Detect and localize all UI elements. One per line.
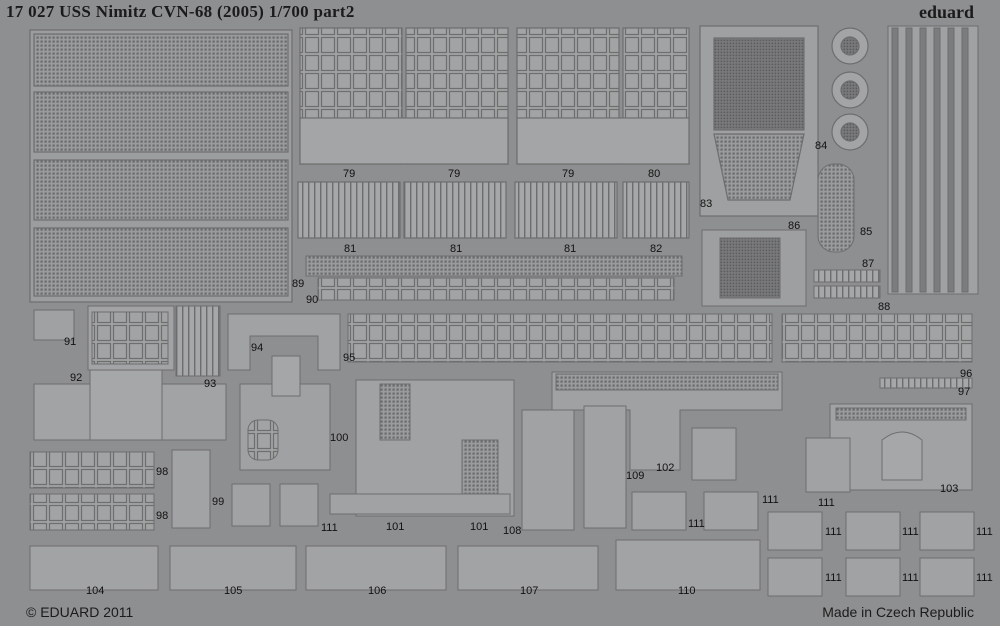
part-label: 81 bbox=[564, 243, 577, 255]
elevator-part-83 bbox=[699, 25, 819, 217]
part-93 bbox=[175, 305, 221, 377]
part-label: 111 bbox=[976, 526, 993, 538]
part-label: 85 bbox=[860, 226, 873, 238]
part-label: 111 bbox=[902, 526, 919, 538]
part-label: 79 bbox=[562, 168, 575, 180]
part-label: 79 bbox=[448, 168, 461, 180]
part-99 bbox=[171, 449, 211, 529]
part-108 bbox=[521, 409, 575, 531]
part-98b bbox=[29, 493, 155, 531]
part-label: 84 bbox=[815, 140, 828, 152]
part-label: 83 bbox=[700, 198, 713, 210]
part-label: 108 bbox=[503, 525, 522, 537]
part-102 bbox=[551, 371, 783, 471]
part-label: 87 bbox=[862, 258, 875, 270]
part-label: 98 bbox=[156, 466, 169, 478]
part-label: 79 bbox=[343, 168, 356, 180]
part-label: 88 bbox=[878, 301, 891, 313]
part-88 bbox=[813, 285, 881, 299]
part-label: 80 bbox=[648, 168, 661, 180]
part-label: 111 bbox=[976, 572, 993, 584]
part-label: 95 bbox=[343, 352, 356, 364]
part-label: 107 bbox=[520, 585, 539, 597]
part-label: 103 bbox=[940, 483, 959, 495]
part-85-oval bbox=[817, 163, 855, 253]
part-label: 105 bbox=[224, 585, 243, 597]
gear-parts-84 bbox=[831, 27, 869, 151]
part-label: 106 bbox=[368, 585, 387, 597]
sheet-title: 17 027 USS Nimitz CVN-68 (2005) 1/700 pa… bbox=[6, 2, 355, 21]
part-87 bbox=[813, 269, 881, 283]
copyright-text: © EDUARD 2011 bbox=[26, 604, 134, 620]
part-label: 110 bbox=[678, 585, 696, 597]
part-label: 99 bbox=[212, 496, 225, 508]
bottom-panels bbox=[29, 539, 761, 591]
part-label: 101 bbox=[470, 521, 489, 533]
part-label: 96 bbox=[960, 368, 973, 380]
part-90-railing bbox=[317, 277, 675, 301]
part-label: 111 bbox=[818, 497, 835, 509]
part-97 bbox=[879, 377, 973, 389]
part-label: 93 bbox=[204, 378, 217, 390]
part-101 bbox=[329, 379, 515, 517]
part-label: 86 bbox=[788, 220, 801, 232]
part-89-railing bbox=[305, 255, 683, 277]
part-label: 82 bbox=[650, 243, 663, 255]
brand-logo: eduard bbox=[918, 2, 974, 22]
part-label: 81 bbox=[450, 243, 463, 255]
part-label: 100 bbox=[330, 432, 349, 444]
part-label: 94 bbox=[251, 342, 264, 354]
part-label: 111 bbox=[902, 572, 919, 584]
part-label: 97 bbox=[958, 386, 971, 398]
part-label: 92 bbox=[70, 372, 83, 384]
part-98a bbox=[29, 451, 155, 489]
part-label: 89 bbox=[292, 278, 305, 290]
part-label: 111 bbox=[762, 494, 779, 506]
part-109 bbox=[583, 405, 627, 529]
railings-right bbox=[887, 25, 979, 295]
part-103 bbox=[829, 403, 973, 491]
grill-panel-left bbox=[29, 29, 293, 303]
part-label: 109 bbox=[626, 470, 645, 482]
part-label: 111 bbox=[321, 522, 338, 534]
part-92 bbox=[33, 305, 227, 441]
part-label: 104 bbox=[86, 585, 105, 597]
part-label: 111 bbox=[825, 526, 842, 538]
part-91 bbox=[33, 309, 75, 341]
part-96-railing bbox=[781, 313, 973, 363]
rack-parts-81 bbox=[297, 181, 690, 239]
part-111-brackets bbox=[231, 427, 975, 597]
origin-text: Made in Czech Republic bbox=[822, 604, 974, 620]
door-panels-top bbox=[299, 27, 690, 165]
part-label: 81 bbox=[344, 243, 357, 255]
part-label: 91 bbox=[64, 336, 77, 348]
part-label: 102 bbox=[656, 462, 675, 474]
part-label: 111 bbox=[688, 518, 705, 530]
part-94-frame bbox=[227, 313, 341, 371]
part-label: 98 bbox=[156, 510, 169, 522]
part-95-railing bbox=[347, 313, 773, 363]
part-label: 101 bbox=[386, 521, 405, 533]
part-label: 90 bbox=[306, 294, 319, 306]
part-label: 111 bbox=[825, 572, 842, 584]
